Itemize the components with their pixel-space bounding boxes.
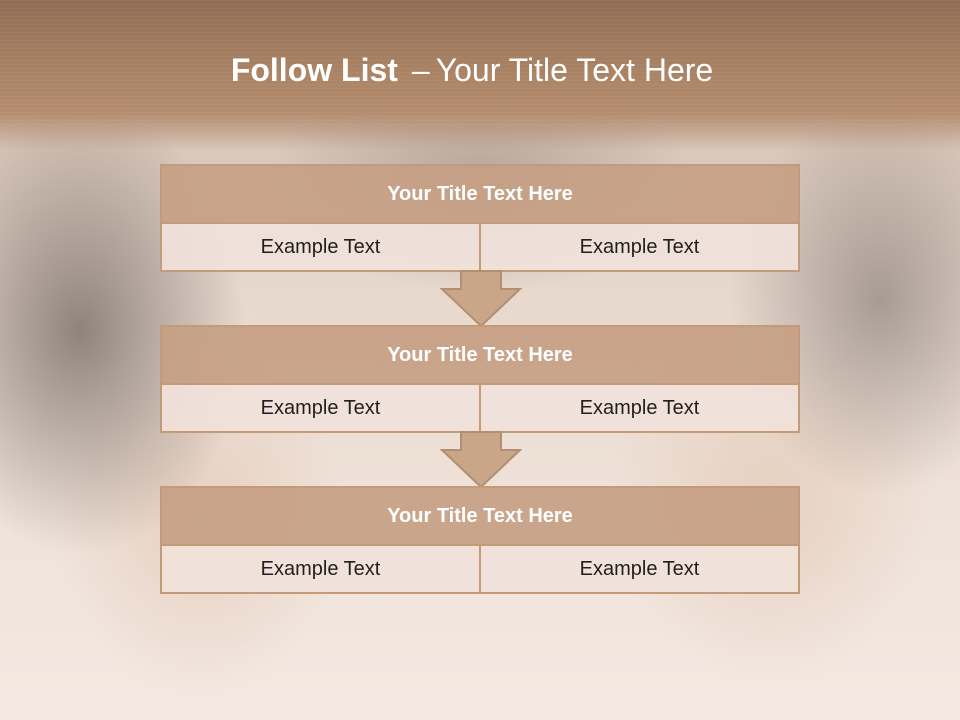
step-text-right: Example Text xyxy=(479,224,798,270)
step-block-1: Your Title Text Here Example Text Exampl… xyxy=(160,164,800,272)
slide-title-bold: Follow List xyxy=(230,52,398,88)
step-text-right: Example Text xyxy=(479,546,798,592)
slide-title: Follow List–Your Title Text Here xyxy=(0,52,944,89)
step-text-left: Example Text xyxy=(162,385,479,431)
header-texture xyxy=(0,0,960,128)
step-block-3: Your Title Text Here Example Text Exampl… xyxy=(160,486,800,594)
step-heading: Your Title Text Here xyxy=(162,327,798,385)
step-text-left: Example Text xyxy=(162,546,479,592)
step-text-right: Example Text xyxy=(479,385,798,431)
step-text-left: Example Text xyxy=(162,224,479,270)
step-block-2: Your Title Text Here Example Text Exampl… xyxy=(160,325,800,433)
slide-title-rest: Your Title Text Here xyxy=(435,52,714,88)
step-heading: Your Title Text Here xyxy=(162,166,798,224)
slide-title-separator: – xyxy=(411,52,430,88)
header-band xyxy=(0,0,960,150)
down-arrow-icon xyxy=(440,270,522,328)
step-heading: Your Title Text Here xyxy=(162,488,798,546)
down-arrow-icon xyxy=(440,431,522,489)
